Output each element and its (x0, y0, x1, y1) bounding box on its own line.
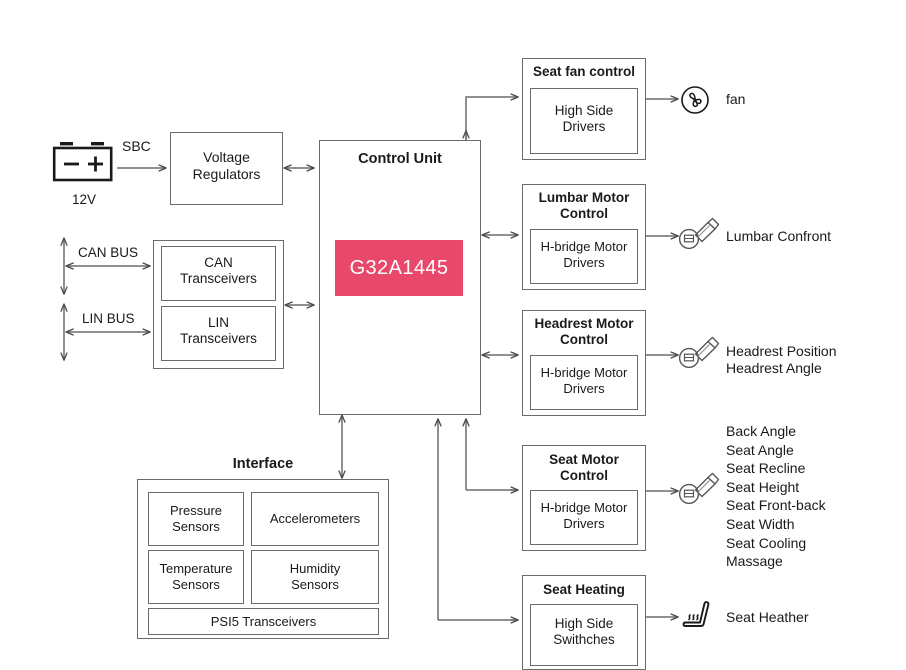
seat-heating-title: Seat Heating (543, 582, 625, 597)
can-transceivers-label: CAN Transceivers (180, 255, 257, 287)
accelerometers-block[interactable] (251, 492, 379, 546)
lin-transceivers-label: LIN Transceivers (180, 315, 257, 347)
seat-heating-driver-label: High Side Swithches (553, 616, 615, 648)
lumbar-motor-control-title: Lumbar Motor Control (538, 190, 630, 222)
battery-icon (50, 140, 118, 185)
psi5-transceivers-label: PSI5 Transceivers (210, 614, 317, 629)
humidity-sensors-block[interactable] (251, 550, 379, 604)
seat-motor-driver-label: H-bridge Motor Drivers (540, 500, 628, 531)
motor-icon (678, 469, 720, 509)
temperature-sensors-block[interactable] (148, 550, 244, 604)
psi5-transceivers-block[interactable] (148, 608, 379, 635)
seat-fan-driver-block[interactable] (530, 88, 638, 154)
seat-motor-driver-block[interactable] (530, 490, 638, 545)
battery-voltage-label: 12V (71, 192, 97, 207)
fan-icon (680, 85, 710, 115)
seat-fan-control-title: Seat fan control (532, 64, 635, 79)
lin-transceivers-block[interactable] (161, 306, 276, 361)
seat-fan-driver-label: High Side Drivers (554, 103, 614, 135)
headrest-output-label: Headrest Position Headrest Angle (726, 343, 837, 377)
accelerometers-label: Accelerometers (269, 511, 361, 526)
humidity-sensors-label: Humidity Sensors (289, 561, 341, 592)
lumbar-driver-block[interactable] (530, 229, 638, 284)
chip-badge: G32A1445 (335, 240, 463, 296)
motor-icon (678, 214, 720, 254)
control-unit-title: Control Unit (358, 151, 442, 167)
headrest-driver-label: H-bridge Motor Drivers (540, 365, 628, 396)
seat-heating-driver-block[interactable] (530, 604, 638, 666)
headrest-driver-block[interactable] (530, 355, 638, 410)
fan-output-label: fan (726, 91, 746, 107)
seat-heater-output-label: Seat Heather (726, 609, 809, 625)
seat-motor-output-label: Back Angle Seat Angle Seat Recline Seat … (726, 423, 826, 570)
temperature-sensors-label: Temperature Sensors (159, 561, 233, 592)
pressure-sensors-label: Pressure Sensors (169, 503, 223, 534)
lin-bus-label: LIN BUS (82, 311, 135, 326)
interface-title: Interface (232, 456, 294, 472)
voltage-regulators-block[interactable] (170, 132, 283, 205)
lumbar-driver-label: H-bridge Motor Drivers (540, 239, 628, 270)
seat-heater-icon (680, 598, 716, 634)
headrest-motor-control-title: Headrest Motor Control (534, 316, 634, 348)
can-transceivers-block[interactable] (161, 246, 276, 301)
can-bus-label: CAN BUS (78, 245, 139, 260)
seat-motor-control-title: Seat Motor Control (549, 452, 619, 484)
voltage-regulators-label: Voltage Regulators (192, 149, 261, 183)
lumbar-output-label: Lumbar Confront (726, 228, 832, 244)
motor-icon (678, 333, 720, 373)
sbc-label: SBC (122, 138, 151, 154)
pressure-sensors-block[interactable] (148, 492, 244, 546)
